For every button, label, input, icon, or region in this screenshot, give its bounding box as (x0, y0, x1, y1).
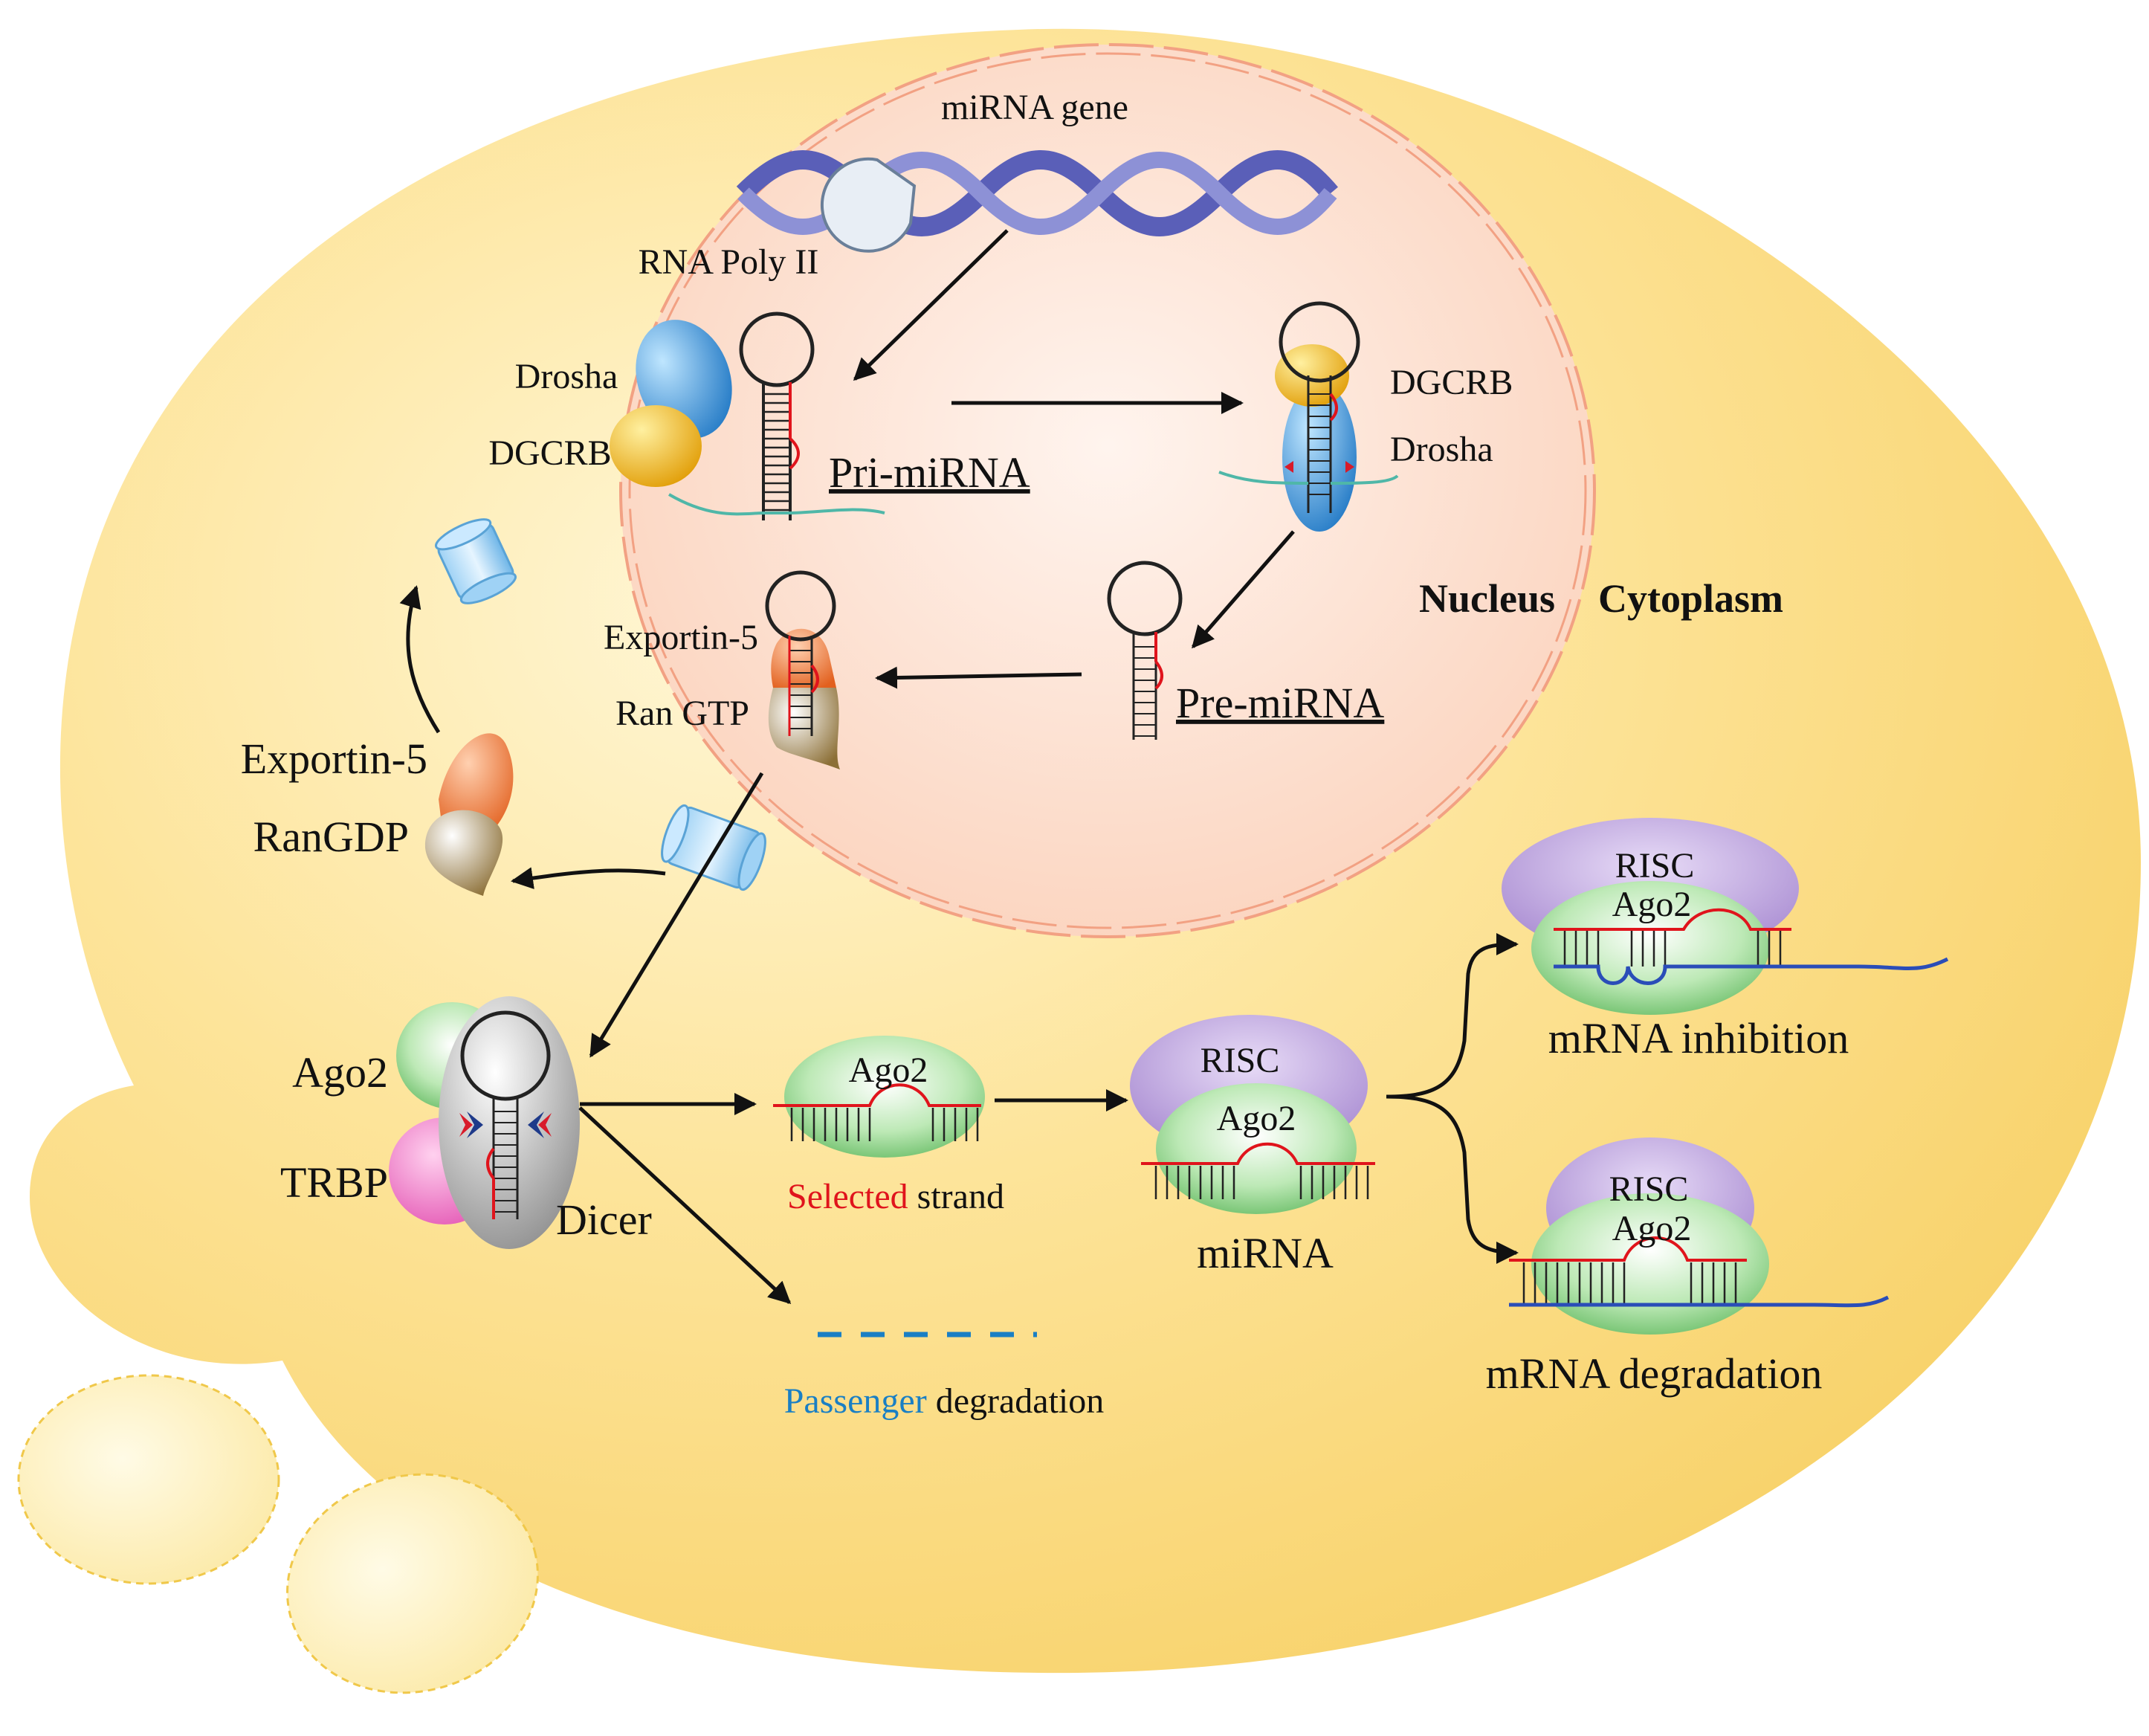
arrow-transcription (853, 229, 1009, 381)
dicer-hairpin (459, 1010, 552, 1219)
text-selected: Selected (787, 1177, 908, 1216)
arrow-exportin-recycle (399, 585, 441, 734)
microprocessor-hairpin (1218, 301, 1399, 513)
drosha-protein-bound (1282, 383, 1357, 532)
text-passenger: Passenger (784, 1381, 927, 1421)
arrow-to-inhibition (1386, 933, 1519, 1099)
label-nucleus: Nucleus (1419, 576, 1555, 621)
degradation-duplex (1509, 1236, 1890, 1308)
label-passenger-degradation: Passenger degradation (784, 1381, 1105, 1421)
inhibition-duplex (1554, 908, 1949, 985)
label-ago2-inhibition: Ago2 (1612, 885, 1692, 924)
nuclear-membrane-inner (628, 52, 1587, 929)
label-exportin-nuclear: Exportin-5 (604, 618, 758, 657)
label-ago2-mirna: Ago2 (1217, 1099, 1296, 1138)
label-risc-inhibition: RISC (1615, 846, 1695, 885)
arrow-export-binding (875, 666, 1082, 689)
label-drosha-bound: Drosha (1390, 430, 1493, 469)
vesicle (17, 1374, 280, 1585)
label-pri-mirna: Pri-miRNA (829, 448, 1030, 497)
label-ago2-selected: Ago2 (849, 1051, 928, 1090)
mirna-strand (1141, 1142, 1375, 1199)
pre-mirna-hairpin (1107, 561, 1183, 740)
label-pre-mirna: Pre-miRNA (1176, 679, 1384, 727)
label-trbp: TRBP (280, 1158, 388, 1207)
ago2-protein-mirna (1156, 1083, 1357, 1214)
text-degradation: degradation (927, 1381, 1105, 1421)
label-dicer: Dicer (556, 1195, 652, 1244)
selected-strand (773, 1083, 981, 1141)
label-ran-gtp: Ran GTP (615, 694, 749, 733)
label-selected-strand: Selected strand (787, 1177, 1004, 1216)
arrow-ran-gdp-release (511, 867, 666, 890)
nuclear-pore-upper (434, 518, 517, 604)
rna-polymerase-ii (820, 157, 917, 253)
label-mrna-degradation: mRNA degradation (1486, 1349, 1823, 1398)
ago2-protein-selected (784, 1036, 985, 1158)
label-ago2-degradation: Ago2 (1612, 1209, 1692, 1248)
label-drosha: Drosha (515, 357, 618, 396)
label-cytoplasm: Cytoplasm (1598, 576, 1783, 621)
label-mrna-inhibition: mRNA inhibition (1548, 1014, 1849, 1062)
vesicle (286, 1473, 539, 1694)
dgcrb-protein (610, 405, 702, 487)
arrow-to-passenger (578, 1106, 792, 1305)
ago2-protein-inhibition (1531, 881, 1769, 1015)
arrow-to-degradation (1386, 1094, 1519, 1264)
nucleus (621, 45, 1594, 937)
ran-gdp-protein (424, 810, 503, 896)
exportin-hairpin (765, 570, 836, 736)
label-exportin-cytoplasmic: Exportin-5 (241, 735, 427, 783)
nuclear-pore-lower (661, 804, 766, 891)
label-risc-mirna: RISC (1200, 1041, 1280, 1080)
exportin5-cytoplasmic (439, 733, 514, 833)
exportin5-nuclear (771, 628, 836, 688)
arrow-to-dicer (589, 772, 764, 1058)
nuclear-membrane (619, 43, 1596, 938)
label-dgcrb: DGCRB (488, 433, 611, 473)
label-risc-degradation: RISC (1609, 1169, 1689, 1209)
label-mirna-gene: miRNA gene (941, 88, 1128, 127)
label-mirna: miRNA (1197, 1229, 1334, 1277)
label-ago2-dicer: Ago2 (292, 1048, 388, 1097)
label-rna-poly: RNA Poly II (639, 242, 819, 282)
pri-mirna-hairpin (668, 314, 885, 520)
label-ran-gdp: RanGDP (253, 813, 409, 861)
label-dgcrb-bound: DGCRB (1390, 363, 1513, 402)
text-strand: strand (908, 1177, 1004, 1216)
arrow-cleavage (1192, 530, 1295, 649)
